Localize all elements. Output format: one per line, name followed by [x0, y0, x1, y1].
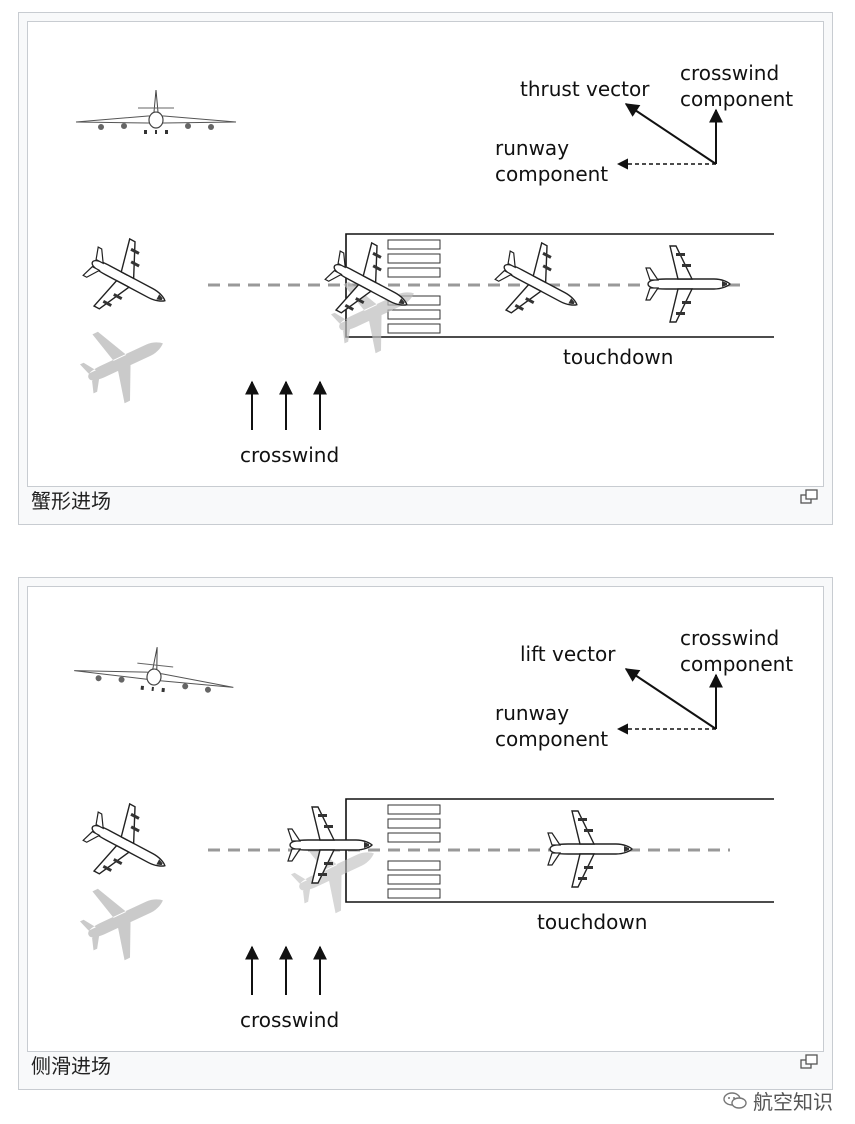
wechat-icon — [723, 1091, 747, 1109]
crosswind-component-label-line2: component — [680, 87, 793, 111]
runway-component-label-line2: component — [495, 162, 608, 186]
crosswind-label: crosswind — [240, 443, 339, 467]
watermark: 航空知识 — [723, 1086, 833, 1115]
touchdown-label: touchdown — [563, 345, 673, 369]
lift-vector-label: lift vector — [520, 642, 616, 666]
lift-vector-arrow — [624, 668, 717, 730]
runway-threshold-markings — [387, 804, 441, 899]
crosswind-arrows — [245, 945, 327, 995]
crosswind-label: crosswind — [240, 1008, 339, 1032]
diagram-sideslip-approach: lift vector crosswind component runway c… — [27, 586, 824, 1052]
crosswind-arrows — [245, 380, 327, 430]
airplane-touchdown-icon — [547, 810, 633, 888]
runway-threshold-markings — [387, 239, 441, 334]
runway-component-label-line1: runway — [495, 701, 569, 725]
front-view-airplane-icon — [75, 89, 237, 135]
figure-crab-approach: thrust vector crosswind component runway… — [18, 12, 833, 525]
front-view-airplane-icon — [72, 638, 238, 700]
runway-component-label-line1: runway — [495, 136, 569, 160]
touchdown-label: touchdown — [537, 910, 647, 934]
airplane-approach-icon — [72, 226, 184, 335]
figure-sideslip-approach: lift vector crosswind component runway c… — [18, 577, 833, 1090]
thrust-vector-arrow — [624, 103, 717, 165]
crosswind-component-label-line2: component — [680, 652, 793, 676]
crosswind-component-label-line1: crosswind — [680, 61, 779, 85]
diagram-crab-approach: thrust vector crosswind component runway… — [27, 21, 824, 487]
crosswind-component-label-line1: crosswind — [680, 626, 779, 650]
figure-caption: 侧滑进场 — [31, 1054, 111, 1078]
figure-caption: 蟹形进场 — [31, 489, 111, 513]
runway-component-label-line2: component — [495, 727, 608, 751]
watermark-text: 航空知识 — [753, 1090, 833, 1114]
thrust-vector-label: thrust vector — [520, 77, 650, 101]
airplane-approach-icon — [72, 791, 184, 900]
magnify-icon[interactable] — [800, 1054, 818, 1070]
airplane-touchdown-icon — [645, 245, 731, 323]
magnify-icon[interactable] — [800, 489, 818, 505]
